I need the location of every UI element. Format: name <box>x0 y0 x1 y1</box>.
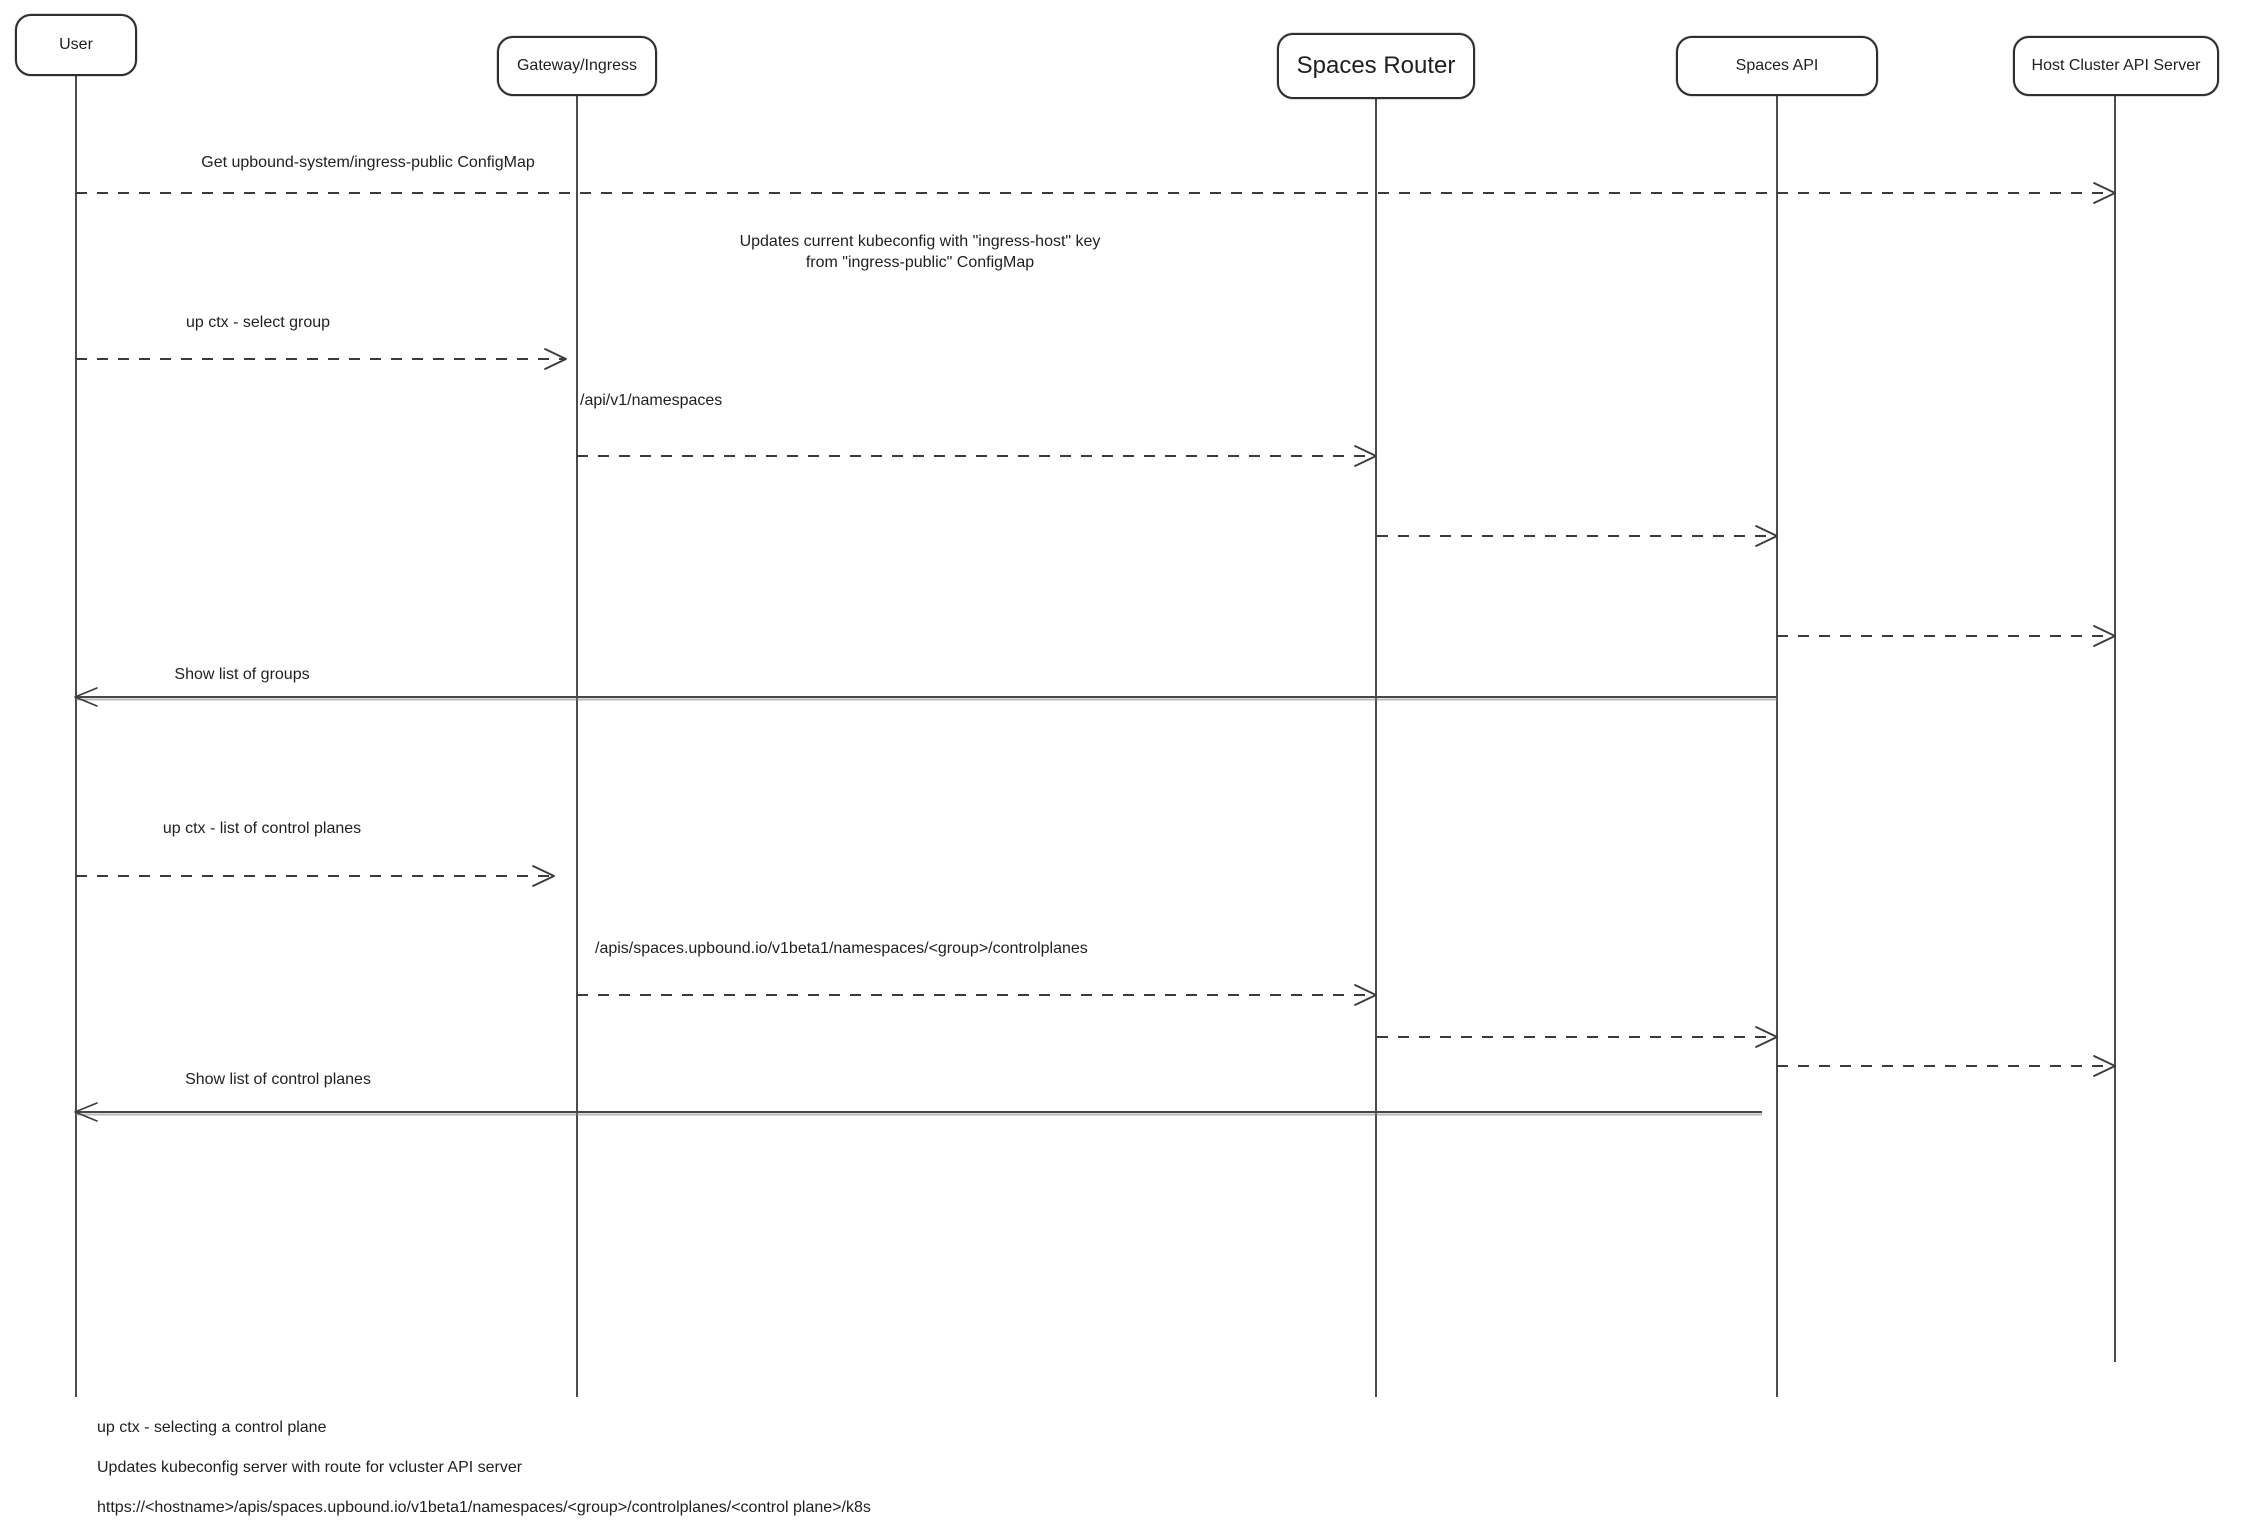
lifeline-spaces-api <box>1776 95 1778 1397</box>
actor-gateway-ingress-label: Gateway/Ingress <box>516 57 638 74</box>
arrowhead-left-icon <box>74 687 98 707</box>
arrowhead-right-icon <box>532 865 555 887</box>
arrowhead-right-icon <box>1755 525 1778 547</box>
message-router-to-api-line-2 <box>1377 1036 1777 1038</box>
actor-user-label: User <box>59 36 93 53</box>
arrowhead-right-icon <box>1354 445 1377 467</box>
actor-gateway-ingress: Gateway/Ingress <box>497 36 657 96</box>
actor-spaces-api: Spaces API <box>1676 36 1878 96</box>
actor-spaces-router-label: Spaces Router <box>1296 52 1456 79</box>
arrowhead-right-icon <box>2093 182 2116 204</box>
arrowhead-right-icon <box>1755 1026 1778 1048</box>
lifeline-gateway-ingress <box>576 95 578 1397</box>
note-update-kubeconfig-line1: Updates current kubeconfig with "ingress… <box>739 233 1101 250</box>
message-show-control-planes-line <box>76 1111 1762 1113</box>
lifeline-user <box>75 74 77 1397</box>
actor-host-cluster-label: Host Cluster API Server <box>2031 57 2201 74</box>
message-api-namespaces-label: /api/v1/namespaces <box>580 392 723 409</box>
actor-host-cluster: Host Cluster API Server <box>2013 36 2219 96</box>
message-show-groups-label: Show list of groups <box>174 666 310 683</box>
footnote-selecting-control-plane: up ctx - selecting a control plane <box>97 1419 327 1436</box>
message-list-control-planes-line <box>76 875 554 877</box>
lifeline-host-cluster <box>2114 95 2116 1362</box>
arrowhead-right-icon <box>544 348 567 370</box>
lifeline-spaces-router <box>1375 98 1377 1397</box>
message-apis-controlplanes-line <box>577 994 1376 996</box>
message-router-to-api-line <box>1377 535 1777 537</box>
message-apis-controlplanes-label: /apis/spaces.upbound.io/v1beta1/namespac… <box>595 940 1088 957</box>
note-update-kubeconfig-line2: from "ingress-public" ConfigMap <box>805 254 1035 271</box>
message-get-configmap-label: Get upbound-system/ingress-public Config… <box>201 154 535 171</box>
actor-spaces-api-label: Spaces API <box>1735 57 1819 74</box>
footnote-vcluster-url: https://<hostname>/apis/spaces.upbound.i… <box>97 1499 871 1516</box>
arrowhead-right-icon <box>2093 625 2116 647</box>
message-select-group-label: up ctx - select group <box>185 314 331 331</box>
arrowhead-right-icon <box>1354 984 1377 1006</box>
message-show-control-planes-label: Show list of control planes <box>185 1071 371 1088</box>
actor-user: User <box>15 14 137 76</box>
arrowhead-left-icon <box>74 1102 98 1122</box>
note-update-kubeconfig: Updates current kubeconfig with "ingress… <box>740 231 1101 273</box>
footnote-updates-kubeconfig: Updates kubeconfig server with route for… <box>97 1459 523 1476</box>
message-select-group-line <box>76 358 566 360</box>
message-api-to-host-line-2 <box>1777 1065 2115 1067</box>
actor-spaces-router: Spaces Router <box>1277 33 1475 99</box>
message-show-groups-line <box>76 696 1777 698</box>
message-list-control-planes-label: up ctx - list of control planes <box>162 820 362 837</box>
message-api-namespaces-line <box>577 455 1376 457</box>
message-api-to-host-line <box>1777 635 2115 637</box>
message-get-configmap-line <box>76 192 2115 194</box>
arrowhead-right-icon <box>2093 1055 2116 1077</box>
